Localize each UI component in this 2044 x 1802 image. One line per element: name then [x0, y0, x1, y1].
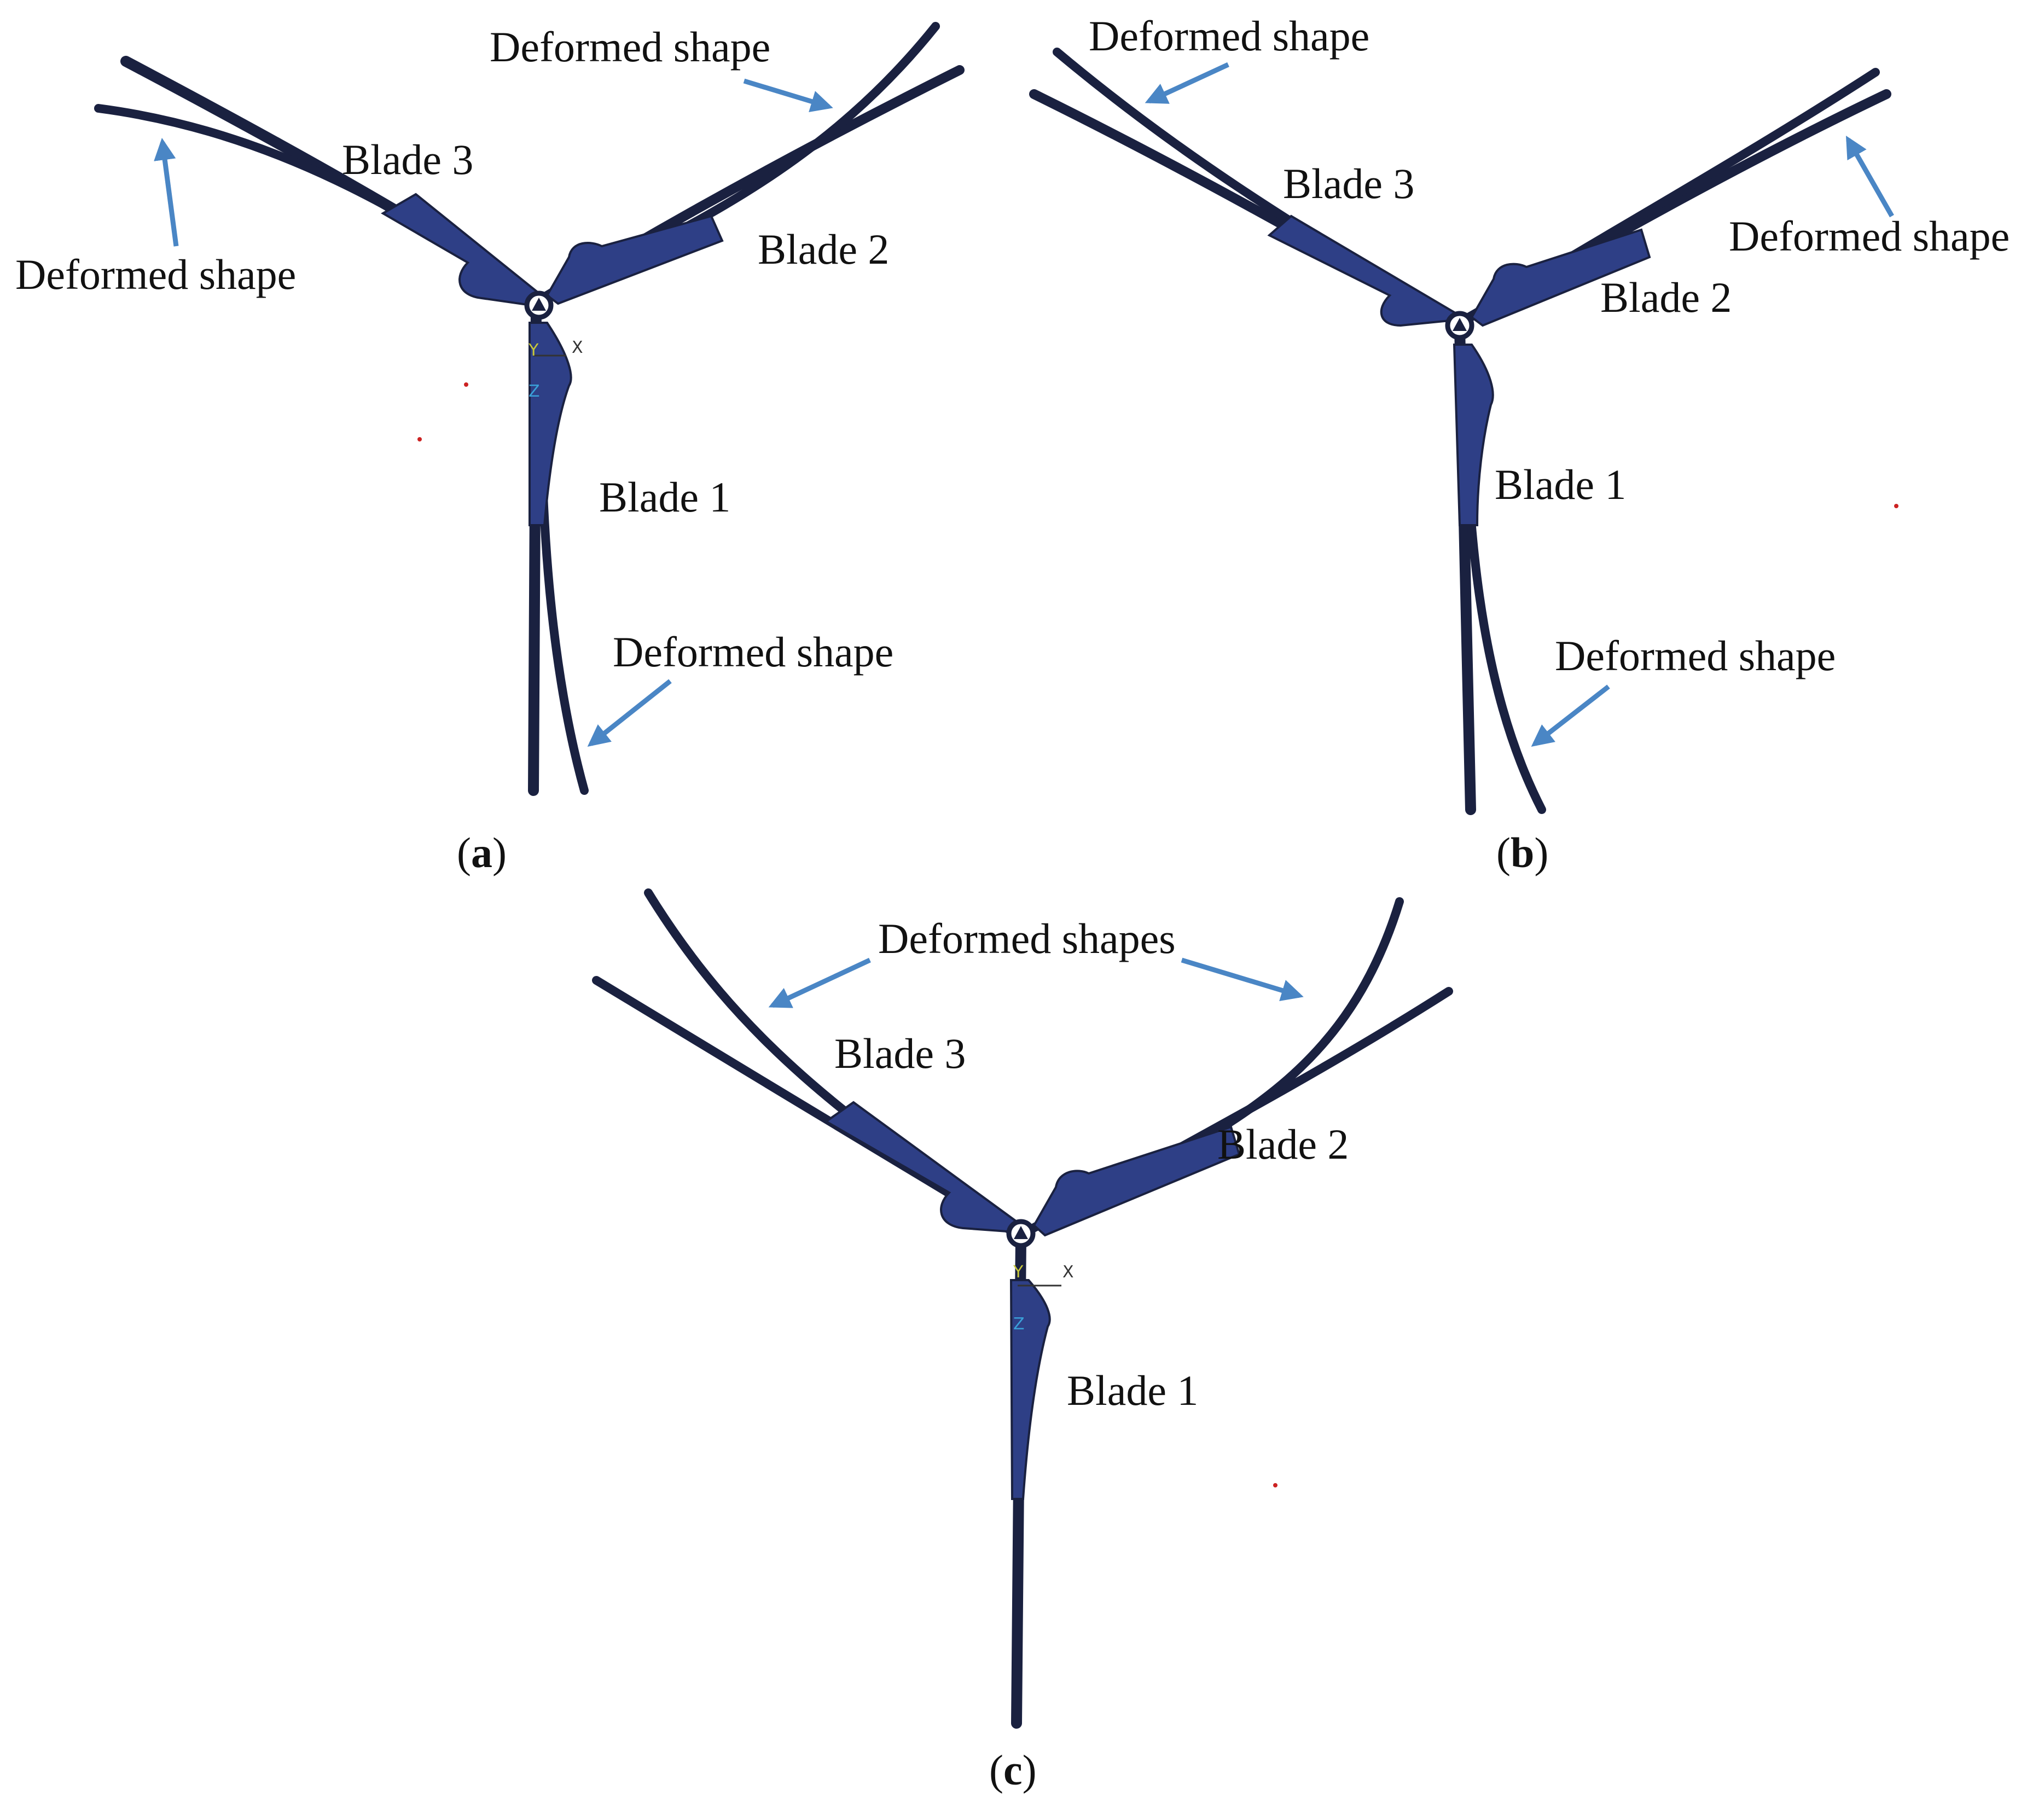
panel-c: Y Z X Deformed shapes Blade 3 Blade 2 Bl…: [592, 888, 1453, 1794]
blade-1-label: Blade 1: [599, 473, 730, 521]
blade-3-label: Blade 3: [834, 1030, 966, 1077]
axis-triad: Y Z X: [1013, 1263, 1074, 1334]
subfigure-label-c: (c): [989, 1746, 1037, 1794]
blade-3-label: Blade 3: [1283, 160, 1414, 207]
blade-2-label: Blade 2: [1600, 274, 1732, 321]
hub-triangle-icon: [1453, 318, 1467, 331]
blade-3-root: [1267, 214, 1460, 327]
hub-triangle-icon: [1014, 1226, 1028, 1239]
panel-b: Deformed shape Blade 3 Deformed shape Bl…: [1029, 12, 2010, 876]
arrow: [1145, 62, 1229, 104]
blade-3-root: [381, 193, 543, 308]
red-dot: [1894, 504, 1898, 508]
axis-x-label: X: [1062, 1263, 1074, 1282]
red-dot: [417, 437, 422, 441]
arrow: [768, 957, 871, 1008]
blade-3-root: [824, 1101, 1022, 1234]
hub-triangle-icon: [532, 298, 546, 311]
subfigure-label-b: (b): [1496, 829, 1548, 876]
blade-1-label: Blade 1: [1067, 1367, 1198, 1414]
deformed-shape-label: Deformed shape: [490, 23, 770, 71]
blade-1-root: [529, 322, 572, 526]
blade-2-label: Blade 2: [758, 225, 889, 273]
subfigure-label-a: (a): [457, 829, 507, 876]
axis-z-label: Z: [1013, 1315, 1025, 1334]
blade-1-root: [1009, 1279, 1051, 1500]
arrow: [1531, 684, 1610, 747]
axis-triad: Y Z X: [528, 338, 583, 401]
blade-2-root: [1032, 1125, 1241, 1237]
arrow: [154, 137, 179, 247]
axis-y-label: Y: [528, 341, 539, 360]
blade-1-label: Blade 1: [1495, 461, 1626, 508]
blade-3-label: Blade 3: [342, 136, 473, 183]
deformed-shape-label: Deformed shape: [613, 628, 893, 676]
axis-y-label: Y: [1013, 1263, 1024, 1282]
deformed-shape-label: Deformed shape: [1089, 12, 1369, 60]
red-dot: [1273, 1483, 1278, 1487]
blade-2-root: [1470, 228, 1651, 327]
arrow: [743, 78, 833, 112]
deformed-shape-label: Deformed shape: [1729, 212, 2010, 260]
deformed-shape-label: Deformed shape: [1555, 632, 1836, 679]
blade-1-root: [1453, 344, 1494, 526]
deformed-shape-label: Deformed shape: [15, 251, 296, 298]
arrow: [1845, 135, 1894, 218]
axis-z-label: Z: [529, 382, 540, 401]
blade-2-root: [545, 214, 724, 305]
deformed-shapes-label: Deformed shapes: [878, 915, 1176, 962]
arrow: [1181, 957, 1304, 1002]
axis-x-label: X: [572, 338, 583, 357]
blade-2-label: Blade 2: [1217, 1120, 1349, 1168]
panel-a: Y Z X Deformed shape Blade 3 Blade 2 Def…: [15, 22, 965, 876]
red-dot: [464, 382, 468, 387]
arrow: [587, 679, 672, 747]
